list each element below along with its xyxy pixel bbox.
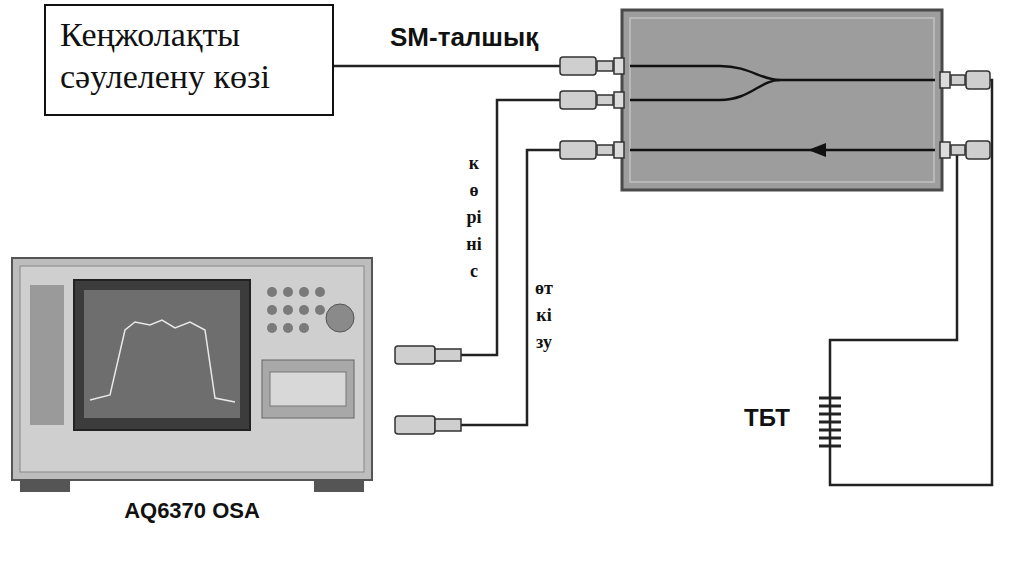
transmission-cable (460, 150, 562, 425)
coupler-module (622, 10, 942, 190)
osa-label-node: AQ6370 OSA (12, 496, 372, 536)
return-fibre (630, 149, 935, 152)
reflection-label: көрініс (465, 150, 483, 285)
direction-arrow (808, 143, 826, 157)
node-text: AQ6370 OSA (12, 498, 372, 524)
node-text: Кеңжолақты сәулелену көзі (60, 14, 318, 98)
module-ports (614, 58, 950, 158)
sm-fibre (334, 65, 562, 68)
reflection-cable (460, 100, 562, 355)
module-bevel (630, 18, 934, 182)
bragg-grating-symbol (819, 398, 841, 446)
coupler-branch (630, 80, 780, 100)
transmission-label: өткізу (535, 275, 553, 356)
fibre-connectors (395, 57, 990, 434)
osa-instrument (12, 258, 372, 492)
fibre-label: SM-талшық (390, 22, 538, 53)
fibre-loop (830, 80, 992, 485)
source-box: Кеңжолақты сәулелену көзі (44, 4, 334, 116)
grating-label: ТБТ (744, 404, 790, 432)
coupler-branch (630, 66, 935, 80)
